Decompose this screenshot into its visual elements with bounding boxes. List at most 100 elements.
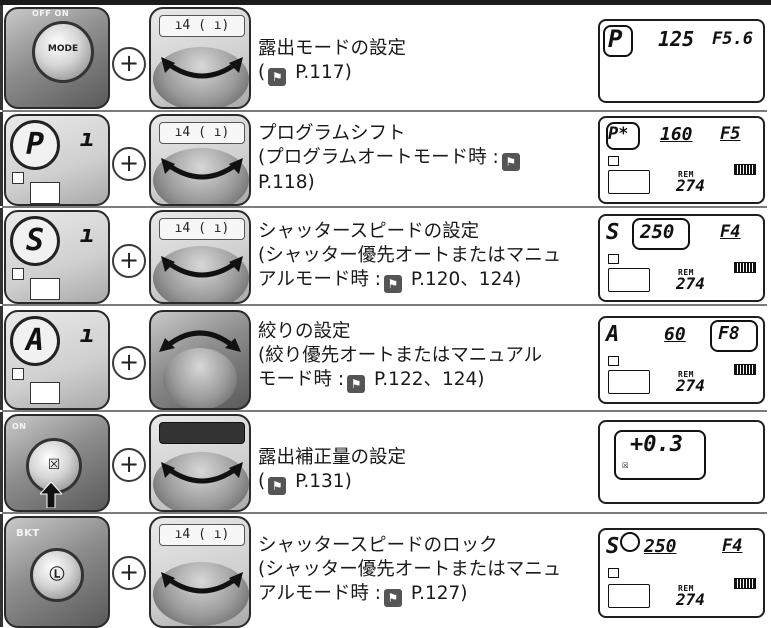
camera-icon <box>608 568 619 578</box>
control-panel-display: A 60 F8 REM 274 <box>598 316 765 404</box>
desc-line-2: (シャッター優先オートまたはマニュ <box>258 245 562 266</box>
ref-page: P.117 <box>295 62 345 83</box>
af-area-icon <box>608 170 650 194</box>
on-label: ON <box>12 422 27 431</box>
rem-label: REM <box>678 370 694 379</box>
battery-icon <box>734 578 756 589</box>
row-divider <box>2 410 767 412</box>
af-area-icon <box>608 370 650 394</box>
plus-icon: + <box>112 346 146 380</box>
desc-line-2: (プログラムオートモード時 :⚑ <box>258 146 523 171</box>
bkt-lock-button-photo: BKT Ⓛ <box>4 516 110 628</box>
exposure-comp-icon: ☒ <box>622 458 629 471</box>
battery-icon <box>734 164 756 175</box>
ref-page: P.127 <box>410 583 461 604</box>
rotate-arrows-icon <box>161 462 243 484</box>
af-area-icon <box>30 382 60 404</box>
control-panel-display: P* 160 F5 REM 274 <box>598 116 765 204</box>
mode-letter: S <box>10 216 60 266</box>
control-panel-display: S 250 F4 REM 274 <box>598 214 765 302</box>
desc-line-3: アルモード時 :⚑ P.120、124) <box>258 269 522 293</box>
control-panel-display: P 125 F5.6 <box>598 19 765 103</box>
command-dial-photo <box>149 414 251 512</box>
camera-icon <box>608 254 619 264</box>
aperture-value: F8 <box>718 323 740 344</box>
desc-line-2: (シャッター優先オートまたはマニュ <box>258 559 562 580</box>
book-reference-icon: ⚑ <box>501 153 520 171</box>
mode-letter: P <box>10 120 60 170</box>
mode-indicator: S <box>606 534 620 559</box>
desc-line-3: P.118) <box>258 172 315 193</box>
camera-icon <box>608 356 619 366</box>
left-rule <box>0 306 3 410</box>
top-bar <box>0 0 771 5</box>
row-exposure-mode: MODE OFF ON + ı4 ( ı) 露出モードの設定 (⚑ P.117)… <box>0 5 771 110</box>
row-shutter-speed: S ı + ı4 ( ı) シャッタースピードの設定 (シャッター優先オートまた… <box>0 208 771 304</box>
row-exposure-comp: ☒ ON + 露出補正量の設定 (⚑ P.131) +0.3 ☒ <box>0 412 771 512</box>
battery-icon <box>734 364 756 375</box>
mode-dial: MODE <box>32 21 94 83</box>
bkt-label: BKT <box>16 528 40 539</box>
mode-digit: ı <box>80 124 95 152</box>
desc-line-2: (絞り優先オートまたはマニュアル <box>258 345 543 366</box>
rem-label: REM <box>678 584 694 593</box>
left-rule <box>0 412 3 512</box>
frame-icon <box>12 368 24 380</box>
ref-page: P.131 <box>295 471 345 492</box>
row-desc: プログラムシフト (プログラムオートモード時 :⚑ P.118) <box>258 122 523 195</box>
mode-digit: ı <box>80 320 95 348</box>
lock-icon: Ⓛ <box>49 565 65 583</box>
shutter-speed-value: 160 <box>660 124 693 145</box>
desc-line-2: (⚑ P.117) <box>258 62 352 86</box>
plus-icon: + <box>112 147 146 181</box>
row-desc: シャッタースピードの設定 (シャッター優先オートまたはマニュ アルモード時 :⚑… <box>258 220 561 293</box>
aperture-value: F5.6 <box>712 29 753 49</box>
book-reference-icon: ⚑ <box>268 477 287 495</box>
plus-icon: + <box>112 448 146 482</box>
row-desc: シャッタースピードのロック (シャッター優先オートまたはマニュ アルモード時 :… <box>258 534 561 607</box>
book-reference-icon: ⚑ <box>383 275 402 293</box>
plus-icon: + <box>112 47 146 81</box>
mode-display-photo: P ı <box>4 114 110 206</box>
mode-letter: A <box>10 316 60 366</box>
rotate-arrows-icon <box>161 256 243 278</box>
row-desc: 露出モードの設定 (⚑ P.117) <box>258 37 406 86</box>
ref-page: P.122、124 <box>374 369 478 390</box>
desc-line-2: (⚑ P.131) <box>258 471 352 495</box>
camera-icon <box>608 156 619 166</box>
mode-indicator: S <box>606 220 620 245</box>
press-arrow-icon <box>40 482 62 508</box>
left-rule <box>0 5 3 110</box>
lock-button: Ⓛ <box>30 548 84 602</box>
rotate-arrows-icon <box>161 572 243 594</box>
desc-line-1: 露出補正量の設定 <box>258 447 407 468</box>
command-dial-photo: ı4 ( ı) <box>149 114 251 206</box>
mode-indicator: P <box>608 25 623 53</box>
mode-display-photo: A ı <box>4 310 110 410</box>
shutter-speed-value: 125 <box>658 27 695 51</box>
ref-page: P.118 <box>258 172 308 193</box>
row-divider <box>2 206 767 208</box>
mode-button-photo: MODE OFF ON <box>4 7 110 109</box>
lcd-strip: ı4 ( ı) <box>159 122 245 144</box>
shutter-highlight <box>632 218 690 250</box>
row-shutter-lock: BKT Ⓛ + ı4 ( ı) シャッタースピードのロック (シャッター優先オー… <box>0 514 771 628</box>
book-reference-icon: ⚑ <box>347 375 366 393</box>
remaining-frames: 274 <box>676 274 705 293</box>
frame-icon <box>12 268 24 280</box>
desc-line-1: シャッタースピードの設定 <box>258 221 480 242</box>
af-area-icon <box>30 278 60 300</box>
mode-highlight <box>603 25 633 57</box>
book-reference-icon: ⚑ <box>268 68 287 86</box>
shutter-speed-value: 250 <box>644 536 677 557</box>
row-divider <box>2 304 767 306</box>
mode-button-label: MODE <box>47 44 79 54</box>
lcd-strip: ı4 ( ı) <box>159 218 245 240</box>
lcd-strip: ı4 ( ı) <box>159 15 245 37</box>
command-dial-photo: ı4 ( ı) <box>149 7 251 109</box>
comp-highlight <box>614 430 706 480</box>
row-divider <box>2 110 767 112</box>
remaining-frames: 274 <box>676 590 705 609</box>
mode-digit: ı <box>80 220 95 248</box>
exposure-comp-value: +0.3 <box>630 432 683 457</box>
